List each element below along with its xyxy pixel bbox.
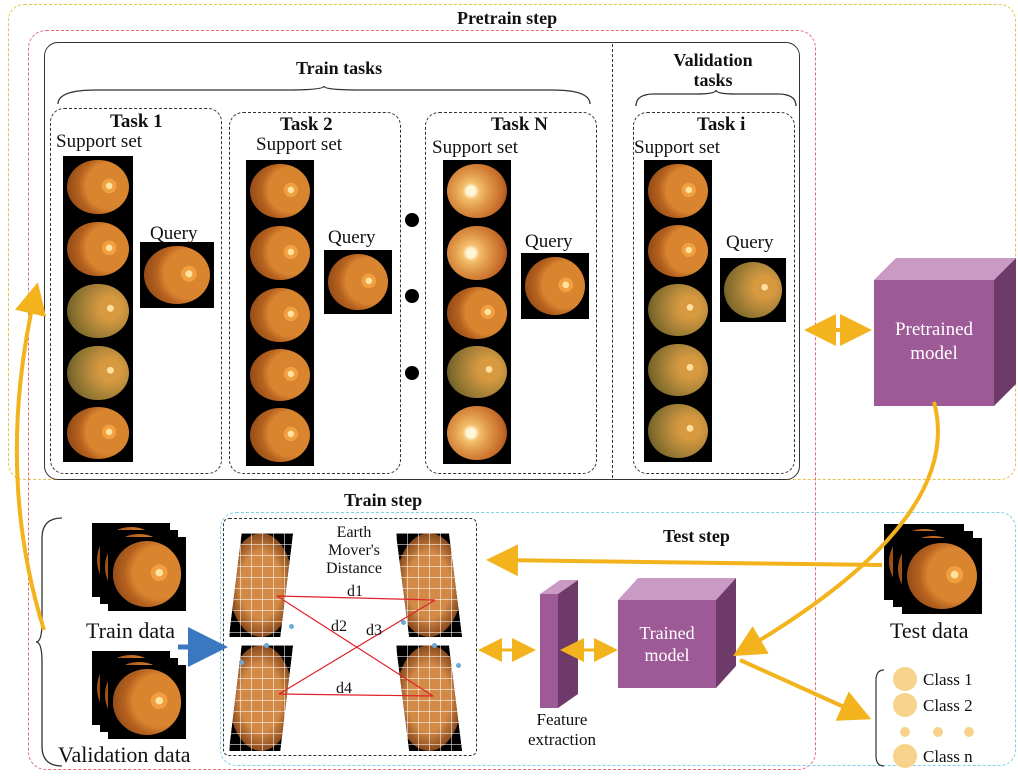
task-2-box	[229, 112, 401, 474]
task-2-support-label: Support set	[256, 134, 343, 155]
emd-lines	[276, 595, 436, 697]
fundus-image	[63, 404, 133, 462]
fundus-image	[246, 160, 314, 222]
trained-model-cube: Trained model	[618, 578, 736, 688]
train-tasks-brace	[57, 85, 591, 105]
trained-model-label: Trained model	[639, 623, 695, 665]
query-fundus-image	[521, 253, 589, 319]
task-n-box	[425, 112, 597, 474]
blue-dot	[456, 663, 461, 668]
fundus-image	[246, 284, 314, 346]
fundus-image	[63, 280, 133, 342]
fundus-image	[63, 218, 133, 280]
blue-dot	[264, 643, 269, 648]
class-n-label: Class n	[923, 747, 973, 766]
task-i-title: Task i	[697, 114, 746, 135]
emd-d1-label: d1	[347, 583, 363, 600]
pretrained-model-cube: Pretrained model	[874, 258, 1016, 406]
task-n-support-label: Support set	[432, 137, 519, 158]
emd-d3-label: d3	[366, 622, 382, 639]
task-2-title: Task 2	[280, 114, 333, 135]
ellipsis-dot	[933, 727, 943, 737]
train-step-title: Train step	[344, 490, 423, 510]
ellipsis-dot	[405, 366, 419, 380]
fundus-image	[443, 342, 511, 402]
fundus-image	[443, 284, 511, 342]
validation-data-label: Validation data	[58, 742, 191, 767]
task-n-query-label: Query	[525, 231, 573, 252]
fundus-image	[246, 346, 314, 404]
fundus-image	[644, 160, 712, 222]
validation-tasks-title: Validation tasks	[673, 50, 753, 90]
task-1-support-label: Support set	[56, 131, 143, 152]
blue-dot	[239, 660, 244, 665]
ellipsis-dot	[964, 727, 974, 737]
task-i-support-label: Support set	[634, 137, 721, 158]
validation-tasks-brace	[635, 89, 797, 107]
fundus-image	[644, 280, 712, 340]
task-n-title: Task N	[491, 114, 548, 135]
task-1-box	[50, 108, 222, 474]
blue-dot	[289, 624, 294, 629]
train-data-image	[108, 537, 186, 611]
emd-label: Earth Mover's Distance	[326, 524, 382, 577]
fundus-image	[246, 404, 314, 466]
query-fundus-image	[720, 258, 786, 322]
pretrain-step-title: Pretrain step	[457, 8, 558, 28]
blue-dot	[432, 643, 437, 648]
test-data-label: Test data	[890, 618, 969, 643]
ellipsis-dot	[900, 727, 910, 737]
tasks-frame	[44, 42, 800, 480]
fundus-image	[644, 222, 712, 280]
test-data-image	[902, 538, 982, 614]
train-tasks-title: Train tasks	[296, 58, 383, 78]
train-data-label: Train data	[86, 618, 176, 643]
task-i-query-label: Query	[726, 232, 774, 253]
fundus-image	[443, 160, 511, 222]
class-1-label: Class 1	[923, 670, 973, 689]
data-brace	[35, 517, 63, 767]
task-1-query-label: Query	[150, 223, 198, 244]
emd-d4-label: d4	[336, 680, 352, 697]
class-2-dot	[893, 693, 917, 717]
fundus-image	[246, 222, 314, 284]
query-fundus-image	[324, 250, 392, 314]
fundus-image	[644, 400, 712, 462]
class-1-dot	[893, 667, 917, 691]
task-1-title: Task 1	[110, 111, 163, 132]
grid-fundus-image	[229, 533, 293, 637]
grid-fundus-image	[396, 645, 462, 751]
classes-bracket	[875, 669, 885, 767]
feature-extraction-label: Feature extraction	[528, 710, 596, 749]
query-fundus-image	[140, 242, 214, 308]
feature-extraction-layer	[540, 580, 578, 708]
fundus-image	[644, 340, 712, 400]
ellipsis-dot	[405, 289, 419, 303]
validation-data-image	[108, 665, 186, 739]
class-2-label: Class 2	[923, 696, 973, 715]
task-2-query-label: Query	[328, 227, 376, 248]
fundus-image	[443, 402, 511, 464]
blue-dot	[401, 620, 406, 625]
class-n-dot	[893, 744, 917, 768]
pretrained-model-label: Pretrained model	[894, 319, 974, 364]
ellipsis-dot	[405, 213, 419, 227]
emd-d2-label: d2	[331, 618, 347, 635]
task-i-box	[633, 112, 795, 474]
test-step-title: Test step	[663, 526, 730, 546]
fundus-image	[63, 156, 133, 218]
fundus-image	[63, 342, 133, 404]
fundus-image	[443, 222, 511, 284]
tasks-divider	[612, 44, 613, 478]
